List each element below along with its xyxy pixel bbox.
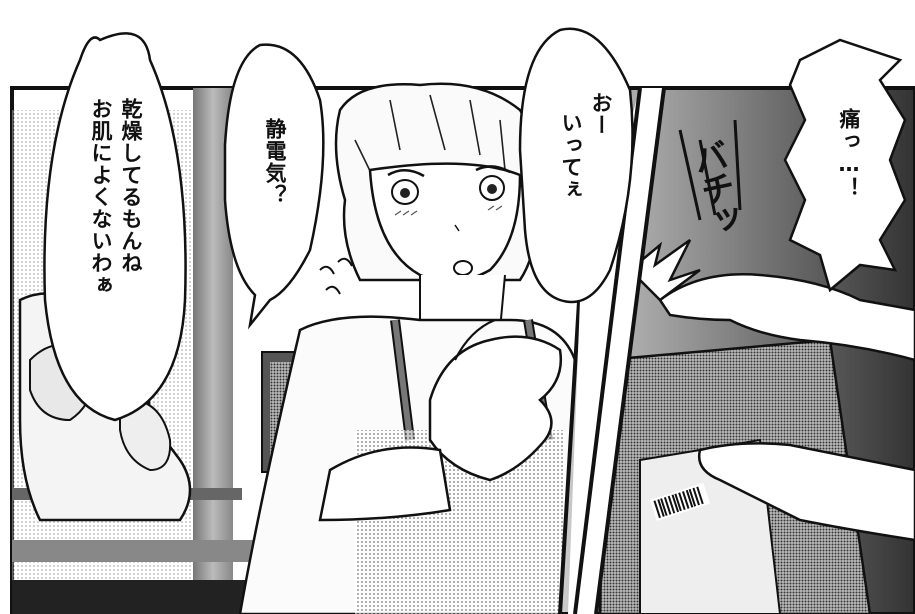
speech-bubble-far-right [783,38,907,293]
lower-hand [697,442,915,542]
bubble-right-center-line2: いってぇ [559,112,583,200]
bubble-left-line1: 乾燥してるもんね [119,98,143,274]
hair-rustle-marks [319,257,353,295]
speech-bubble-left [43,32,187,422]
bubble-center-line1: 静電気？ [263,118,287,206]
bubble-far-right-line1: 痛っ…！ [837,108,861,199]
barcode-label [650,482,711,521]
speech-bubble-center [223,43,325,330]
speech-bubble-right-center [518,27,634,304]
upper-hand [658,273,915,362]
bubble-right-center-line1: おー [589,92,613,136]
main-character [238,82,582,614]
bubble-left-line2: お肌によくないわぁ [89,98,113,296]
static-spark [628,238,701,302]
